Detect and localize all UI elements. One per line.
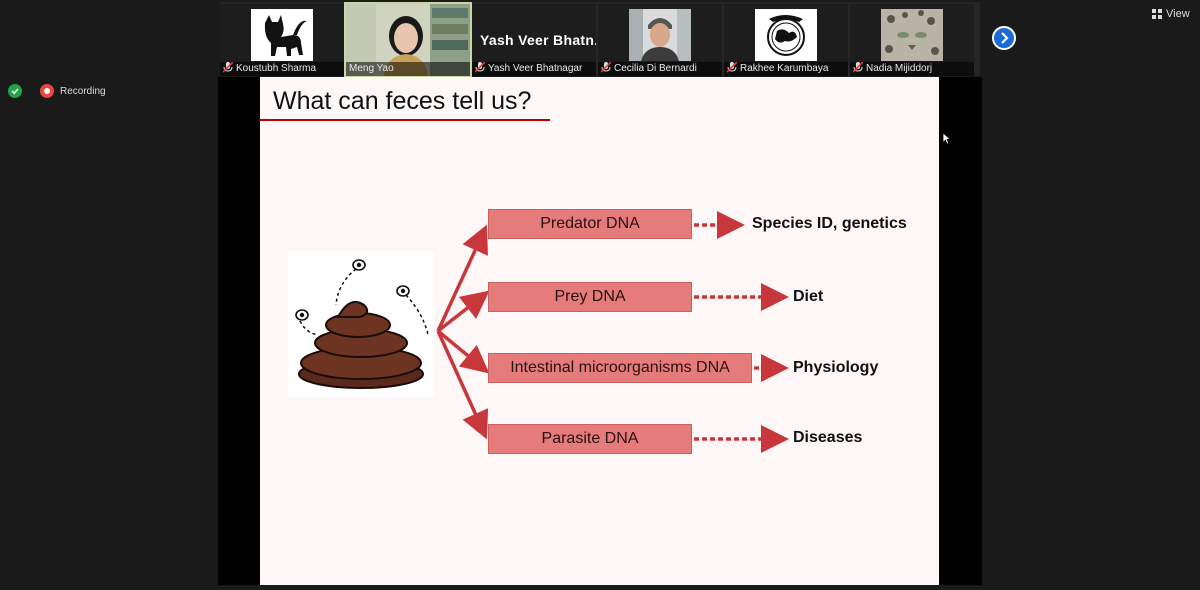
shared-screen: What can feces tell us? xyxy=(218,77,982,585)
result-species-id: Species ID, genetics xyxy=(752,215,907,232)
meeting-status: Recording xyxy=(8,84,106,98)
view-label: View xyxy=(1166,8,1190,20)
participant-tile-active[interactable]: Meng Yao xyxy=(344,2,472,78)
chevron-right-icon xyxy=(1001,32,1009,44)
muted-mic-icon xyxy=(727,62,737,73)
presentation-slide: What can feces tell us? xyxy=(260,77,939,585)
parasite-dna-box: Parasite DNA xyxy=(488,424,692,454)
participant-name: Yash Veer Bhatnagar xyxy=(472,62,596,76)
result-arrows xyxy=(694,211,789,453)
predator-dna-box: Predator DNA xyxy=(488,209,692,239)
participant-name: Cecilia Di Bernardi xyxy=(598,62,722,76)
globe-logo-icon xyxy=(755,9,817,61)
grid-view-icon xyxy=(1152,9,1162,19)
participant-tile[interactable]: Cecilia Di Bernardi xyxy=(598,4,722,76)
recording-label: Recording xyxy=(60,85,106,97)
cat-silhouette-icon xyxy=(251,9,313,61)
participant-name: Meng Yao xyxy=(346,62,470,76)
participant-tile[interactable]: Koustubh Sharma xyxy=(220,4,344,76)
participant-display-name: Yash Veer Bhatn... xyxy=(480,32,596,48)
slide-title: What can feces tell us? xyxy=(273,87,532,115)
snow-leopard-photo xyxy=(881,9,943,61)
next-page-button[interactable] xyxy=(992,26,1016,50)
participant-tile[interactable]: Yash Veer Bhatn... Yash Veer Bhatnagar xyxy=(472,4,596,76)
participant-name: Rakhee Karumbaya xyxy=(724,62,848,76)
diagram xyxy=(288,211,789,453)
muted-mic-icon xyxy=(475,62,485,73)
intestinal-microorganisms-dna-box: Intestinal microorganisms DNA xyxy=(488,353,752,383)
participant-name: Koustubh Sharma xyxy=(220,62,344,76)
muted-mic-icon xyxy=(223,62,233,73)
result-diseases: Diseases xyxy=(793,429,863,446)
participant-tile[interactable]: Nadia Mijiddorj xyxy=(850,4,974,76)
mouse-pointer-icon xyxy=(943,133,951,144)
prey-dna-box: Prey DNA xyxy=(488,282,692,312)
title-underline xyxy=(260,119,550,121)
recording-icon[interactable] xyxy=(40,84,54,98)
participant-name: Nadia Mijiddorj xyxy=(850,62,974,76)
shield-check-icon[interactable] xyxy=(8,84,22,98)
photo-person xyxy=(629,9,691,61)
muted-mic-icon xyxy=(853,62,863,73)
poop-illustration xyxy=(288,251,434,397)
participant-strip: Koustubh Sharma Meng Yao Yash Veer Bhatn… xyxy=(220,2,980,78)
view-button[interactable]: View xyxy=(1152,8,1190,20)
result-diet: Diet xyxy=(793,288,824,305)
result-physiology: Physiology xyxy=(793,359,879,376)
participant-tile[interactable]: Rakhee Karumbaya xyxy=(724,4,848,76)
branch-arrows xyxy=(436,224,490,440)
muted-mic-icon xyxy=(601,62,611,73)
